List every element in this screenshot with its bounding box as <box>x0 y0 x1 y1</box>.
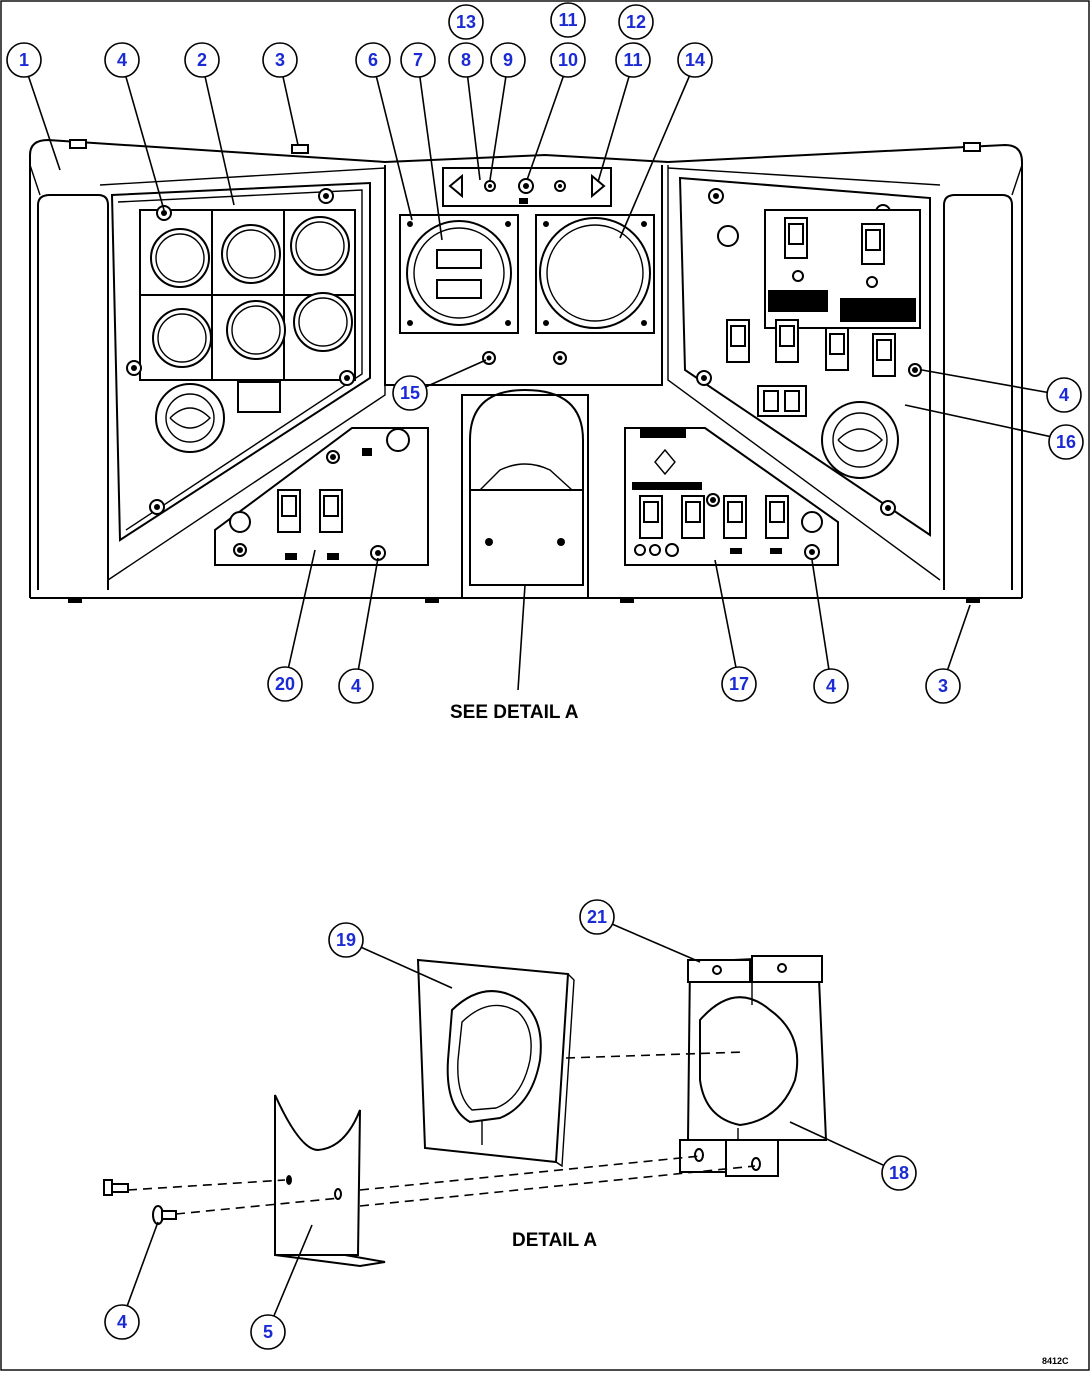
callout-4-d: 4 <box>813 668 849 704</box>
callout-label: 13 <box>456 12 476 32</box>
callout-label: 21 <box>587 907 607 927</box>
callout-label: 11 <box>558 10 577 30</box>
callout-label: 11 <box>623 50 642 70</box>
gauge-cluster-left <box>139 209 356 381</box>
callout-8: 8 <box>448 42 484 78</box>
dashboard-panel <box>29 138 1023 603</box>
callout-19: 19 <box>328 922 364 958</box>
top-switch-strip <box>442 167 612 207</box>
callout-label: 7 <box>413 50 423 70</box>
callout-label: 4 <box>351 676 361 696</box>
right-panel-controls <box>696 188 922 516</box>
callout-13: 13 <box>448 4 484 40</box>
left-gauge-panel <box>110 181 371 542</box>
callout-5: 5 <box>250 1314 286 1350</box>
indicator-lamp-left <box>237 381 281 413</box>
detail-a <box>103 954 828 1268</box>
callout-label: 4 <box>826 676 836 696</box>
callout-4-b: 4 <box>1046 377 1082 413</box>
callout-label: 4 <box>117 1312 127 1332</box>
steering-column-cover <box>461 388 589 598</box>
callout-17: 17 <box>721 666 757 702</box>
drawing-code: 8412C <box>1042 1356 1069 1366</box>
callout-label: 18 <box>889 1163 909 1183</box>
callout-10: 10 <box>550 42 586 78</box>
callout-18: 18 <box>881 1155 917 1191</box>
gauge-tachometer <box>399 214 519 334</box>
callout-label: 1 <box>19 50 29 70</box>
callout-label: 2 <box>197 50 207 70</box>
callout-15: 15 <box>392 375 428 411</box>
callout-11: 11 <box>615 42 651 78</box>
callout-6: 6 <box>355 42 391 78</box>
callout-label: 14 <box>685 50 705 70</box>
caption-see-detail-a: SEE DETAIL A <box>450 702 579 723</box>
callout-3-b: 3 <box>925 668 961 704</box>
callout-12: 12 <box>618 4 654 40</box>
callout-label: 6 <box>368 50 378 70</box>
callout-label: 16 <box>1056 432 1076 452</box>
callout-21: 21 <box>579 899 615 935</box>
callout-4-c: 4 <box>338 668 374 704</box>
callout-label: 10 <box>558 50 578 70</box>
callout-7: 7 <box>400 42 436 78</box>
callout-label: 12 <box>626 12 646 32</box>
right-gauge-panel <box>678 176 931 537</box>
callout-label: 4 <box>1059 385 1069 405</box>
callout-label: 20 <box>275 674 295 694</box>
callout-label: 3 <box>275 50 285 70</box>
switch-panel-right <box>624 427 839 566</box>
callout-4: 4 <box>104 42 140 78</box>
callout-16: 16 <box>1048 424 1084 460</box>
callout-label: 5 <box>263 1322 273 1342</box>
callout-label: 17 <box>729 674 749 694</box>
callout-3: 3 <box>262 42 298 78</box>
callout-label: 3 <box>938 676 948 696</box>
callout-9: 9 <box>490 42 526 78</box>
switch-panel-left <box>214 427 429 566</box>
callout-label: 19 <box>336 930 356 950</box>
callout-label: 15 <box>400 383 420 403</box>
callout-2: 2 <box>184 42 220 78</box>
callout-1: 1 <box>6 42 42 78</box>
callout-20: 20 <box>267 666 303 702</box>
callout-4-e: 4 <box>104 1304 140 1340</box>
part-19-trim-plate <box>416 958 575 1168</box>
part-5-cover-plate <box>274 1094 386 1268</box>
callout-14: 14 <box>677 42 713 78</box>
gauge-speedometer <box>535 214 655 334</box>
leader-lines <box>23 62 1067 1331</box>
callout-label: 8 <box>461 50 471 70</box>
callout-11-b: 11 <box>550 2 586 38</box>
caption-detail-a: DETAIL A <box>512 1230 597 1251</box>
callout-label: 9 <box>503 50 513 70</box>
callout-bubbles: 1 4 2 3 6 7 8 9 10 11 14 13 11 12 15 4 1… <box>6 2 1084 1350</box>
part-18-bracket <box>679 954 828 1177</box>
callout-label: 4 <box>117 50 127 70</box>
part-4-screws <box>103 1179 177 1225</box>
